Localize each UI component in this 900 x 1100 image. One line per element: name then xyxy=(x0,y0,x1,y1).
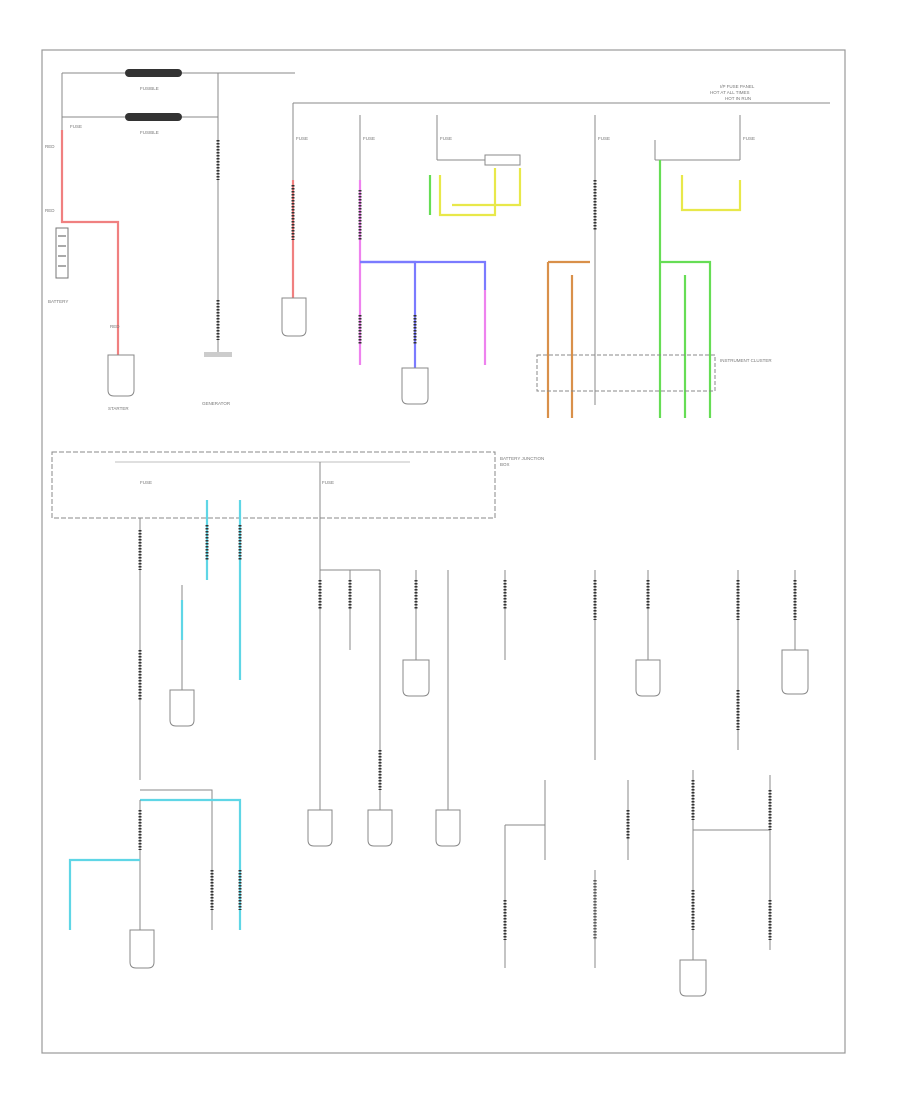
diagram-border xyxy=(41,49,846,1054)
svg-text:FUSE: FUSE xyxy=(598,136,610,141)
svg-text:FUSE: FUSE xyxy=(743,136,755,141)
instrument-cluster xyxy=(536,354,716,392)
generator-connector xyxy=(204,352,232,357)
svg-text:FUSIBLE: FUSIBLE xyxy=(140,86,159,91)
wire-yellow xyxy=(680,175,742,212)
svg-text:BATTERY JUNCTION: BATTERY JUNCTION xyxy=(500,456,544,461)
component-module xyxy=(679,959,707,997)
generator-label: GENERATOR xyxy=(202,401,231,406)
wire-green xyxy=(660,260,712,418)
component-lamp xyxy=(367,809,393,847)
component-lamp xyxy=(307,809,333,847)
wire-blue xyxy=(360,260,487,290)
svg-text:INSTRUMENT CLUSTER: INSTRUMENT CLUSTER xyxy=(720,358,772,363)
wire-color-label: RED xyxy=(110,324,120,329)
lower-right-circuits xyxy=(593,570,809,997)
svg-text:FUSE: FUSE xyxy=(363,136,375,141)
wire-yellow xyxy=(452,168,522,207)
lower-middle-circuits xyxy=(307,530,546,968)
svg-text:FUSE: FUSE xyxy=(140,480,152,485)
component-module xyxy=(635,659,661,697)
svg-text:FUSE: FUSE xyxy=(70,124,82,129)
wire-cyan xyxy=(68,858,140,930)
component-module xyxy=(281,297,307,337)
wire-color-label: RED xyxy=(45,208,55,213)
starter-component xyxy=(107,354,135,397)
component-lamp xyxy=(435,809,461,847)
lower-left-circuits xyxy=(68,585,242,969)
component-switch xyxy=(402,659,430,697)
component-motor xyxy=(129,929,155,969)
component-relay xyxy=(169,689,195,727)
svg-text:HOT AT ALL TIMES: HOT AT ALL TIMES xyxy=(710,90,750,95)
fusible-link-2 xyxy=(125,113,182,121)
svg-text:FUSE: FUSE xyxy=(440,136,452,141)
pdc-box xyxy=(51,451,496,519)
fusible-link-1 xyxy=(125,69,182,77)
wire-red xyxy=(60,130,120,355)
component-sensor xyxy=(401,367,429,405)
svg-text:FUSE: FUSE xyxy=(296,136,308,141)
battery-label: BATTERY xyxy=(48,299,68,304)
starter-label: STARTER xyxy=(108,406,129,411)
fuse-bus: I/P FUSE PANEL HOT AT ALL TIMES HOT IN R… xyxy=(281,84,830,418)
svg-text:FUSIBLE: FUSIBLE xyxy=(140,130,159,135)
battery-circuit: FUSIBLE FUSIBLE FUSE RED RED BATTERY RED… xyxy=(45,69,295,411)
svg-text:HOT IN RUN: HOT IN RUN xyxy=(725,96,751,101)
power-distribution-box: BATTERY JUNCTION BOX FUSE FUSE xyxy=(51,451,544,780)
svg-text:I/P FUSE PANEL: I/P FUSE PANEL xyxy=(720,84,755,89)
wire-color-label: RED xyxy=(45,144,55,149)
svg-text:BOX: BOX xyxy=(500,462,510,467)
component-horn xyxy=(781,649,809,695)
svg-text:FUSE: FUSE xyxy=(322,480,334,485)
wire-cyan xyxy=(140,798,242,930)
wire-yellow xyxy=(438,168,497,217)
wire-blue xyxy=(360,260,417,368)
